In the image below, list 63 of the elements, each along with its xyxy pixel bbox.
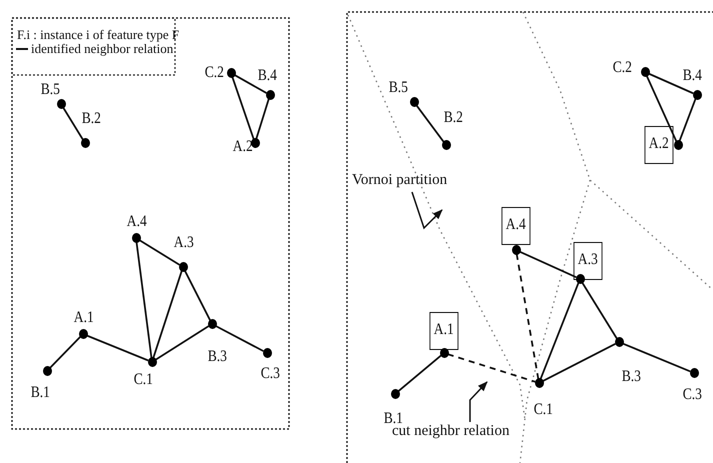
neighbor-relation-line — [215, 325, 264, 352]
point-label: B.4 — [257, 67, 276, 85]
neighbor-relation-line — [678, 98, 696, 142]
point-label: C.2 — [612, 59, 632, 77]
data-point — [125, 213, 149, 243]
point-label: A.3 — [174, 234, 194, 252]
point-label: C.3 — [260, 365, 280, 383]
data-point — [172, 234, 196, 272]
neighbor-relation-line — [154, 325, 210, 361]
neighbor-relation-line — [448, 353, 536, 383]
point-label: B.5 — [388, 79, 408, 97]
data-point — [80, 110, 102, 148]
point-label: C.1 — [533, 401, 552, 419]
point-label: A.2 — [232, 138, 253, 156]
legend-text: identified neighbor relation — [31, 41, 174, 56]
neighbor-relation-line — [519, 250, 577, 278]
data-point — [256, 67, 278, 100]
point-label: C.2 — [204, 64, 224, 82]
legend-note: F.i : instance i of feature type F — [17, 27, 180, 42]
neighbor-relation-line — [416, 104, 444, 142]
point-label: B.3 — [207, 348, 226, 366]
neighbor-relation-line — [138, 239, 180, 266]
neighbor-relation-line — [234, 74, 267, 94]
neighbor-relation-line — [581, 282, 618, 340]
callout-text: Vornoi partition — [352, 172, 448, 189]
neighbor-relation-line — [184, 270, 211, 321]
boxed-point — [427, 312, 461, 358]
neighbor-relation-line — [62, 106, 84, 140]
data-point — [680, 67, 704, 100]
point-label: B.1 — [30, 384, 50, 402]
point-label: B.3 — [621, 368, 640, 386]
neighbor-relation-line — [648, 72, 694, 94]
point-label: B.5 — [40, 81, 60, 99]
data-point — [386, 79, 419, 107]
data-point — [610, 59, 650, 77]
point-label: B.2 — [81, 110, 100, 128]
neighbor-relation-line — [152, 270, 183, 358]
point-label: A.4 — [502, 207, 530, 245]
neighbor-relation-line — [398, 354, 442, 392]
point-label: C.1 — [133, 371, 152, 389]
neighbor-relation-line — [622, 342, 691, 372]
point-label: A.4 — [126, 213, 147, 231]
data-point — [38, 81, 66, 109]
neighbor-relation-line — [540, 282, 580, 380]
boxed-point — [499, 207, 533, 255]
data-point — [441, 109, 464, 150]
boxed-point — [642, 126, 683, 164]
data-point — [72, 309, 96, 339]
point-label: B.2 — [443, 109, 462, 127]
neighbor-relation-line — [136, 242, 152, 358]
neighbor-relation-line — [255, 98, 270, 140]
point-label: C.3 — [682, 386, 702, 404]
neighbor-relation-line — [86, 334, 149, 362]
neighbor-relation-line — [516, 254, 540, 380]
neighbor-relation-line — [542, 343, 616, 382]
point-label: A.1 — [74, 309, 94, 327]
leader-arrow — [469, 381, 488, 422]
leader-arrow — [411, 192, 443, 230]
neighbor-relation-line — [646, 75, 678, 142]
neighbor-relation-line — [49, 336, 81, 369]
point-label: B.4 — [682, 67, 702, 85]
point-label: A.2 — [644, 126, 674, 164]
neighbor-relation-line — [231, 76, 255, 140]
